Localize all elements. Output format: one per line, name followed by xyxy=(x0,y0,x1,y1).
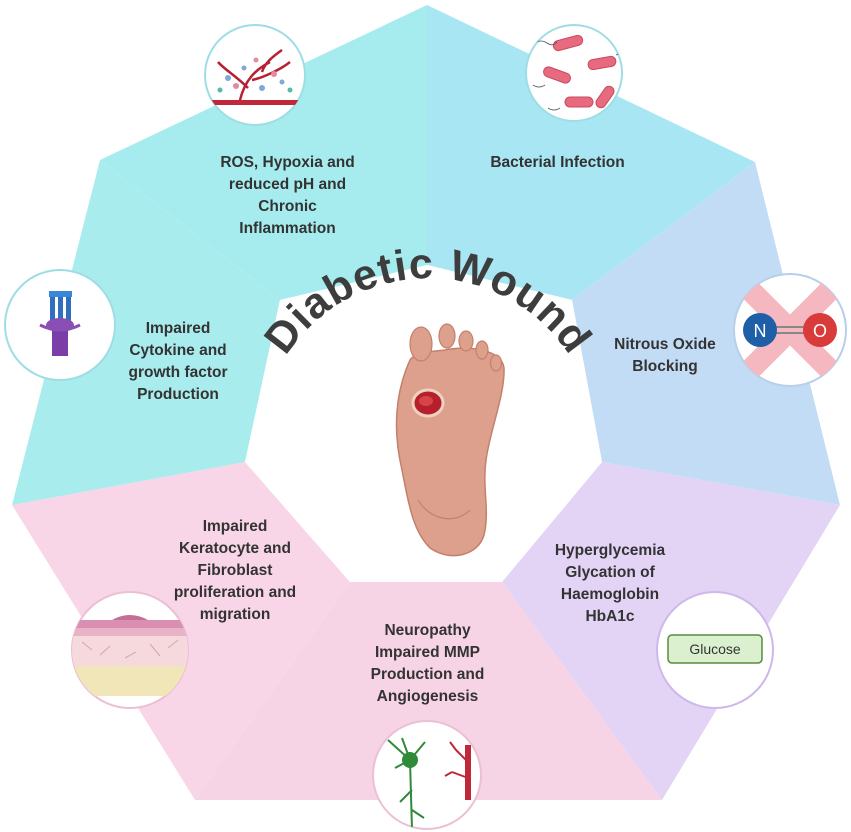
label-keratocyte: Impaired Keratocyte and Fibroblast proli… xyxy=(173,518,297,623)
segment-ros xyxy=(100,5,427,300)
nitric-o-label: O xyxy=(813,321,827,341)
segment-neuropathy xyxy=(195,582,662,800)
segment-cytokine xyxy=(12,160,280,505)
segment-bacteria xyxy=(427,5,755,300)
cytokine-receptor-icon xyxy=(4,269,116,381)
neuron-icon xyxy=(372,720,482,830)
inflammation-icon xyxy=(204,24,306,126)
label-ros: ROS, Hypoxia and reduced pH and Chronic … xyxy=(220,154,355,237)
segment-nitrous xyxy=(572,162,840,505)
nitric-oxide-icon: N O xyxy=(733,273,847,387)
label-bacteria: Bacterial Infection xyxy=(490,154,625,171)
label-nitrous: Nitrous Oxide Blocking xyxy=(614,336,716,375)
nitric-n-label: N xyxy=(754,321,767,341)
bacteria-icon xyxy=(525,24,623,122)
skin-layers-icon xyxy=(71,591,189,709)
label-neuropathy: Neuropathy Impaired MMP Production and A… xyxy=(370,622,485,705)
glucose-icon: Glucose xyxy=(656,591,774,709)
label-hyperglycemia: Hyperglycemia Glycation of Haemoglobin H… xyxy=(554,542,666,625)
heptagon-segments xyxy=(12,5,840,800)
label-cytokine: Impaired Cytokine and growth factor Prod… xyxy=(128,320,228,403)
foot-illustration xyxy=(395,323,505,557)
glucose-label: Glucose xyxy=(689,641,741,657)
